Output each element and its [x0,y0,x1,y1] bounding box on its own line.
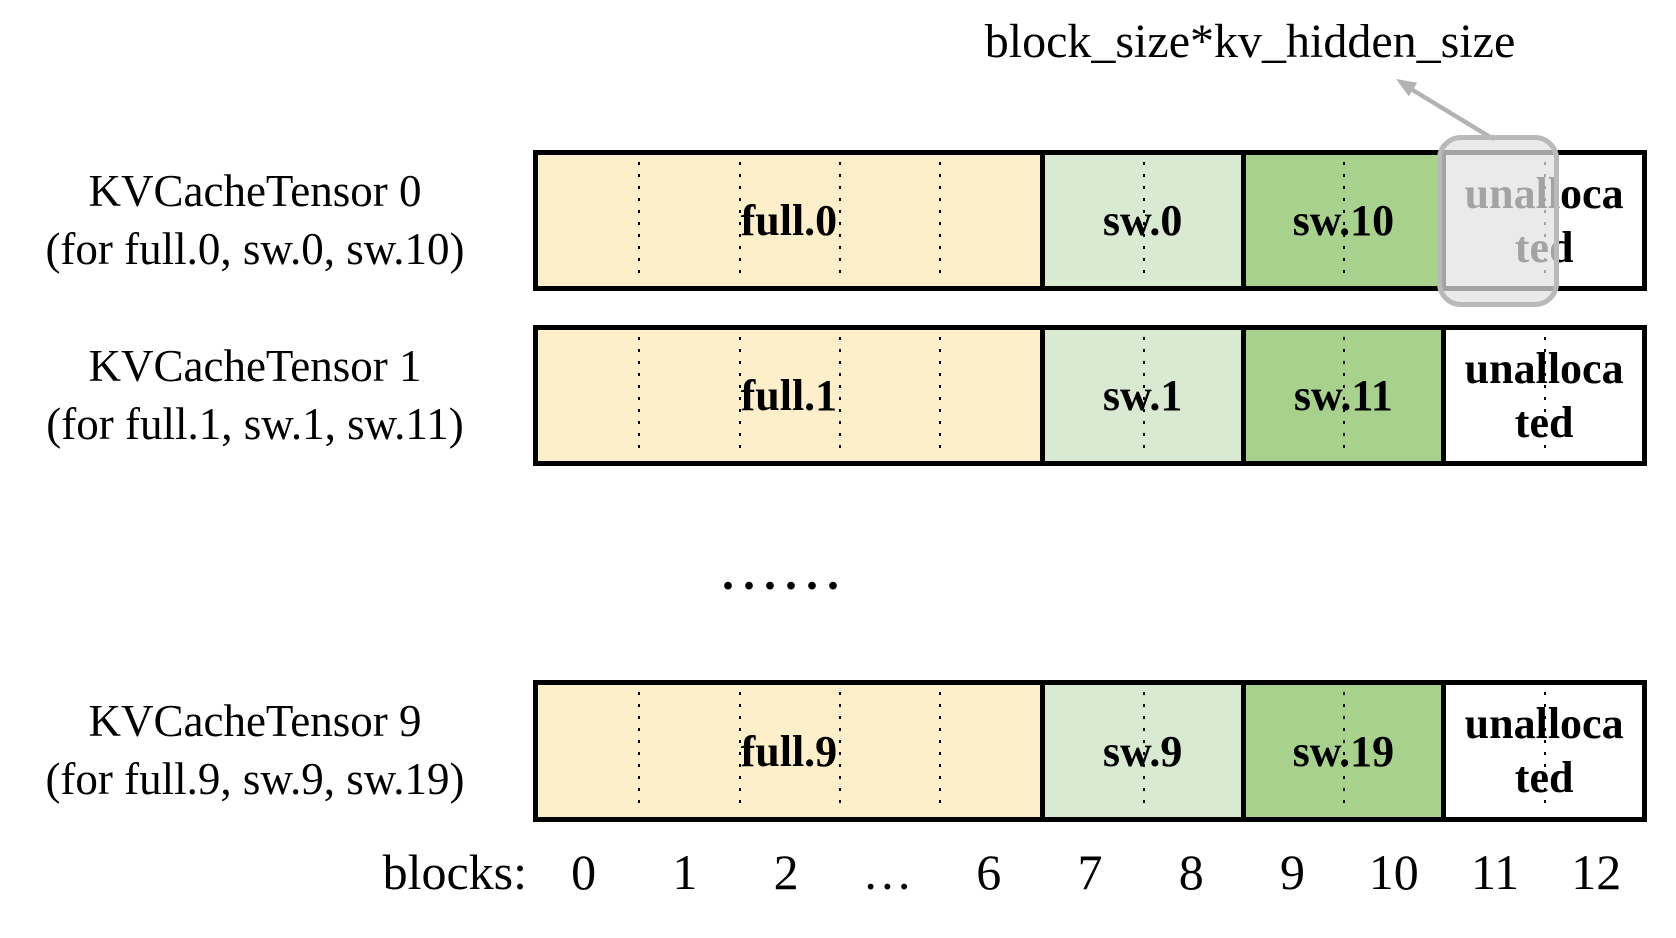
segment-full: full.9 [538,685,1040,817]
segment-full: full.0 [538,155,1040,286]
block-divider [839,162,842,279]
axis-tick: … [862,844,913,900]
segment-label: sw.19 [1292,726,1395,776]
segment-label: sw.9 [1102,726,1183,776]
axis-tick: 8 [1178,844,1204,900]
tensor-row-0: KVCacheTensor 0 (for full.0, sw.0, sw.10… [0,150,1676,291]
block-divider [1142,162,1145,279]
blocks-axis-label: blocks: [382,844,527,900]
block-divider [1544,692,1547,810]
block-divider [638,162,641,279]
segment-label: full.1 [740,371,838,420]
block-divider [1142,337,1145,454]
segment-label: sw.0 [1102,196,1183,245]
tensor-row-1: KVCacheTensor 1 (for full.1, sw.1, sw.11… [0,325,1676,466]
block-divider [939,692,942,810]
segment-label: sw.10 [1292,196,1395,245]
block-divider [1544,337,1547,454]
block-size-highlight [1437,135,1559,307]
block-divider [738,162,741,279]
blocks-axis: blocks: 0 1 2 … 6 7 8 9 10 11 12 [0,843,1676,907]
segment-sw-dark: sw.11 [1240,330,1442,461]
tensor-title: KVCacheTensor 1 [88,340,422,391]
axis-tick: 0 [571,844,597,900]
tensor-bar: full.9 sw.9 sw.19 unallocated [533,680,1647,822]
tensor-label: KVCacheTensor 1 (for full.1, sw.1, sw.11… [5,325,505,466]
tensor-label: KVCacheTensor 0 (for full.0, sw.0, sw.10… [5,150,505,291]
annotation-label: block_size*kv_hidden_size [984,15,1516,68]
block-divider [738,337,741,454]
block-divider [939,162,942,279]
tensor-subtitle: (for full.0, sw.0, sw.10) [45,223,465,274]
axis-tick: 10 [1368,844,1419,900]
block-divider [1343,162,1346,279]
segment-label: full.0 [740,196,838,245]
tensor-subtitle: (for full.1, sw.1, sw.11) [46,398,464,449]
tensor-subtitle: (for full.9, sw.9, sw.19) [45,754,465,804]
axis-tick: 2 [773,844,799,900]
rows-ellipsis: ...... [722,547,848,600]
tensor-bar: full.1 sw.1 sw.11 unallocated [533,325,1647,466]
tensor-title: KVCacheTensor 9 [88,696,422,747]
segment-label: unallocated [1464,699,1624,802]
segment-full: full.1 [538,330,1040,461]
segment-sw-light: sw.1 [1039,330,1241,461]
block-divider [839,337,842,454]
axis-tick: 1 [672,844,698,900]
segment-sw-light: sw.9 [1039,685,1241,817]
tensor-title: KVCacheTensor 0 [88,165,422,216]
block-divider [1343,692,1346,810]
segment-label: sw.1 [1102,371,1183,420]
segment-unallocated: unallocated [1441,330,1642,461]
segment-sw-light: sw.0 [1039,155,1241,286]
block-divider [839,692,842,810]
annotation-arrow-icon [1396,79,1497,142]
axis-tick: 12 [1571,844,1622,900]
axis-tick: 7 [1077,844,1103,900]
block-divider [1142,692,1145,810]
segment-label: full.9 [740,726,838,776]
tensor-label: KVCacheTensor 9 (for full.9, sw.9, sw.19… [5,680,505,822]
segment-unallocated: unallocated [1441,685,1642,817]
axis-tick: 9 [1279,844,1305,900]
segment-label: unallocated [1464,343,1624,447]
axis-tick: 11 [1470,844,1520,900]
segment-sw-dark: sw.19 [1240,685,1442,817]
block-divider [939,337,942,454]
segment-sw-dark: sw.10 [1240,155,1442,286]
block-divider [1343,337,1346,454]
blocks-axis-ticks: 0 1 2 … 6 7 8 9 10 11 12 [533,843,1647,901]
axis-tick: 6 [976,844,1002,900]
block-divider [638,692,641,810]
block-divider [638,337,641,454]
block-divider [738,692,741,810]
segment-label: sw.11 [1293,371,1393,420]
tensor-row-9: KVCacheTensor 9 (for full.9, sw.9, sw.19… [0,680,1676,822]
